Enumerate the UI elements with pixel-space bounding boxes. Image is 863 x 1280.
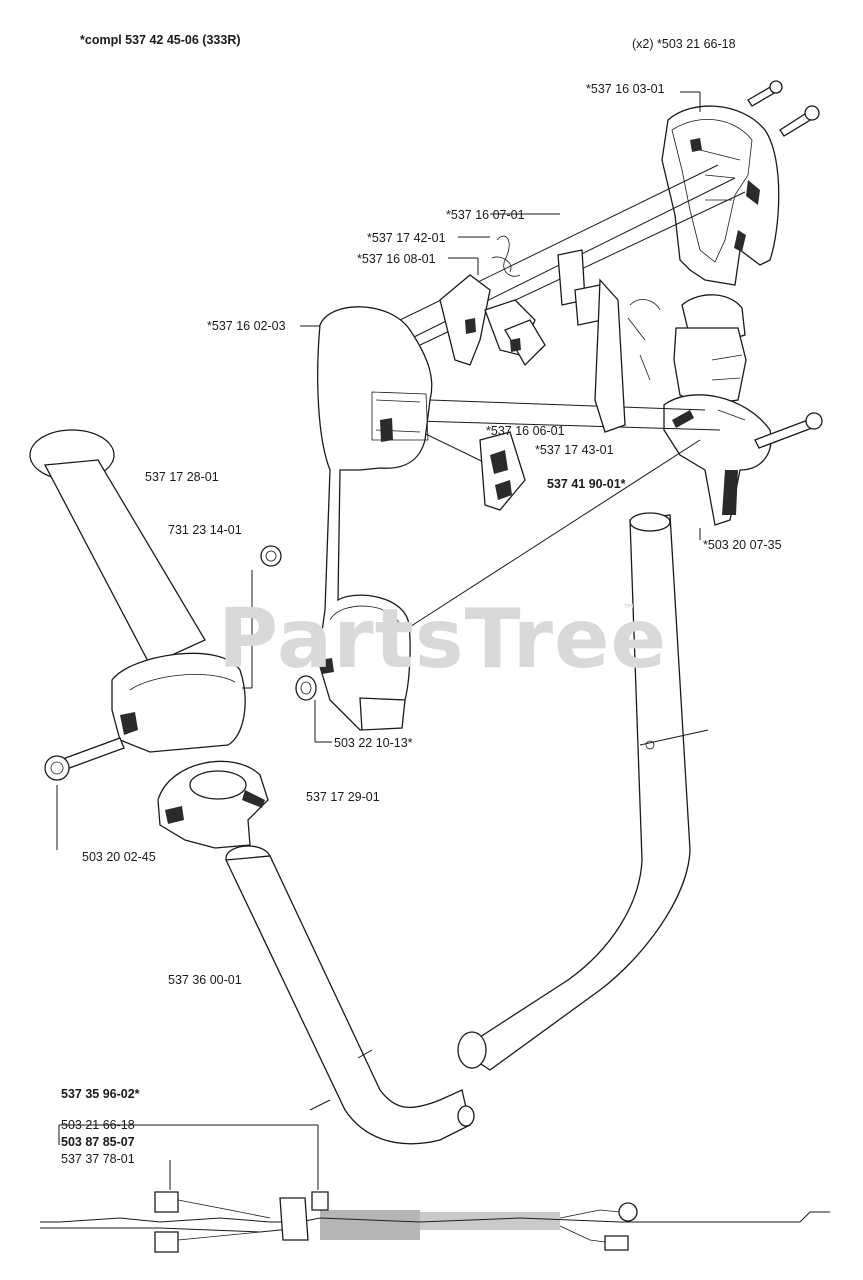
label-537-37-78-01: 537 37 78-01 (61, 1152, 135, 1166)
handle-grip-left (317, 306, 433, 731)
throttle-parts (439, 235, 661, 433)
label-503-87-85-07: 503 87 85-07 (61, 1135, 135, 1149)
handle-housing-lower (663, 294, 772, 526)
label-537-16-02-03: *537 16 02-03 (207, 319, 286, 333)
handle-housing-right (661, 105, 780, 286)
nut-731-23-14-01 (242, 545, 282, 689)
label-537-16-07-01: *537 16 07-01 (446, 208, 525, 222)
grip-tube-left (29, 429, 246, 753)
label-503-20-02-45: 503 20 02-45 (82, 850, 156, 864)
watermark-trademark: ™ (622, 602, 636, 618)
screw-top-2 (779, 105, 820, 137)
label-503-20-07-35: *503 20 07-35 (703, 538, 782, 552)
bolt-503-20-02-45 (44, 737, 125, 850)
handle-bar-tube (225, 512, 709, 1145)
screw-top-1 (747, 80, 783, 107)
label-compl-kit: *compl 537 42 45-06 (333R) (80, 33, 241, 47)
label-537-36-00-01: 537 36 00-01 (168, 973, 242, 987)
label-537-17-42-01: *537 17 42-01 (367, 231, 446, 245)
label-537-17-28-01: 537 17 28-01 (145, 470, 219, 484)
label-537-35-96-02: 537 35 96-02* (61, 1087, 140, 1101)
label-537-17-43-01: *537 17 43-01 (535, 443, 614, 457)
label-537-16-08-01: *537 16 08-01 (357, 252, 436, 266)
label-731-23-14-01: 731 23 14-01 (168, 523, 242, 537)
watermark-text: PartsTree (218, 592, 668, 687)
label-x2-screw: (x2) *503 21 66-18 (632, 37, 736, 51)
nut-503-22-10-13 (295, 675, 317, 701)
label-503-22-10-13: 503 22 10-13* (334, 736, 413, 750)
label-537-16-03-01: *537 16 03-01 (586, 82, 665, 96)
label-537-41-90-01: 537 41 90-01* (547, 477, 626, 491)
clamp-part (157, 760, 269, 849)
cable-harness (40, 1124, 830, 1253)
switch-part (479, 431, 526, 511)
label-537-17-29-01: 537 17 29-01 (306, 790, 380, 804)
label-503-21-66-18: 503 21 66-18 (61, 1118, 135, 1132)
screw-lower (754, 412, 823, 449)
label-537-16-06-01: *537 16 06-01 (486, 424, 565, 438)
